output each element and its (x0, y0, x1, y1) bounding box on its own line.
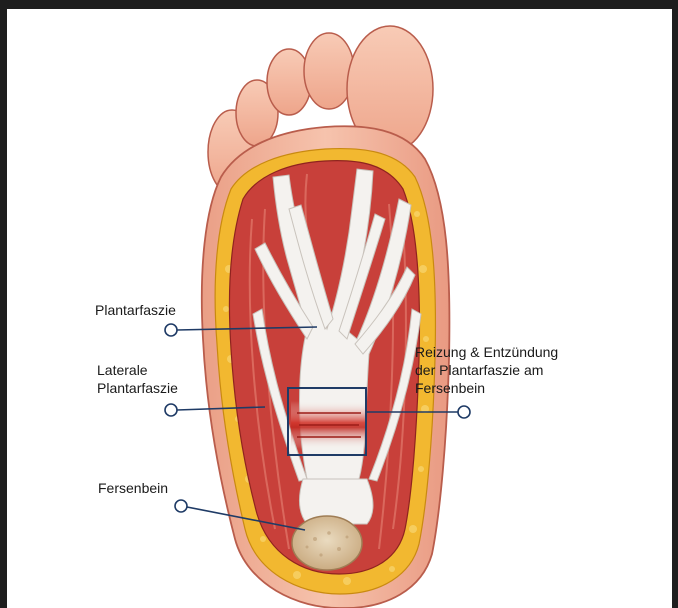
callout-marker-circle (165, 324, 177, 336)
label-fersenbein: Fersenbein (98, 479, 168, 497)
callout-marker-circle (458, 406, 470, 418)
label-laterale-plantarfaszie: Laterale Plantarfaszie (97, 361, 178, 397)
callout-marker-circle (175, 500, 187, 512)
heel-bone (292, 516, 362, 570)
second-toe (304, 33, 354, 109)
label-reizung-entzuendung: Reizung & Entzündung der Plantarfaszie a… (415, 343, 558, 397)
callout-marker-circle (165, 404, 177, 416)
label-plantarfaszie: Plantarfaszie (95, 301, 176, 319)
illustration-frame: Plantarfaszie Laterale Plantarfaszie Fer… (7, 9, 672, 608)
